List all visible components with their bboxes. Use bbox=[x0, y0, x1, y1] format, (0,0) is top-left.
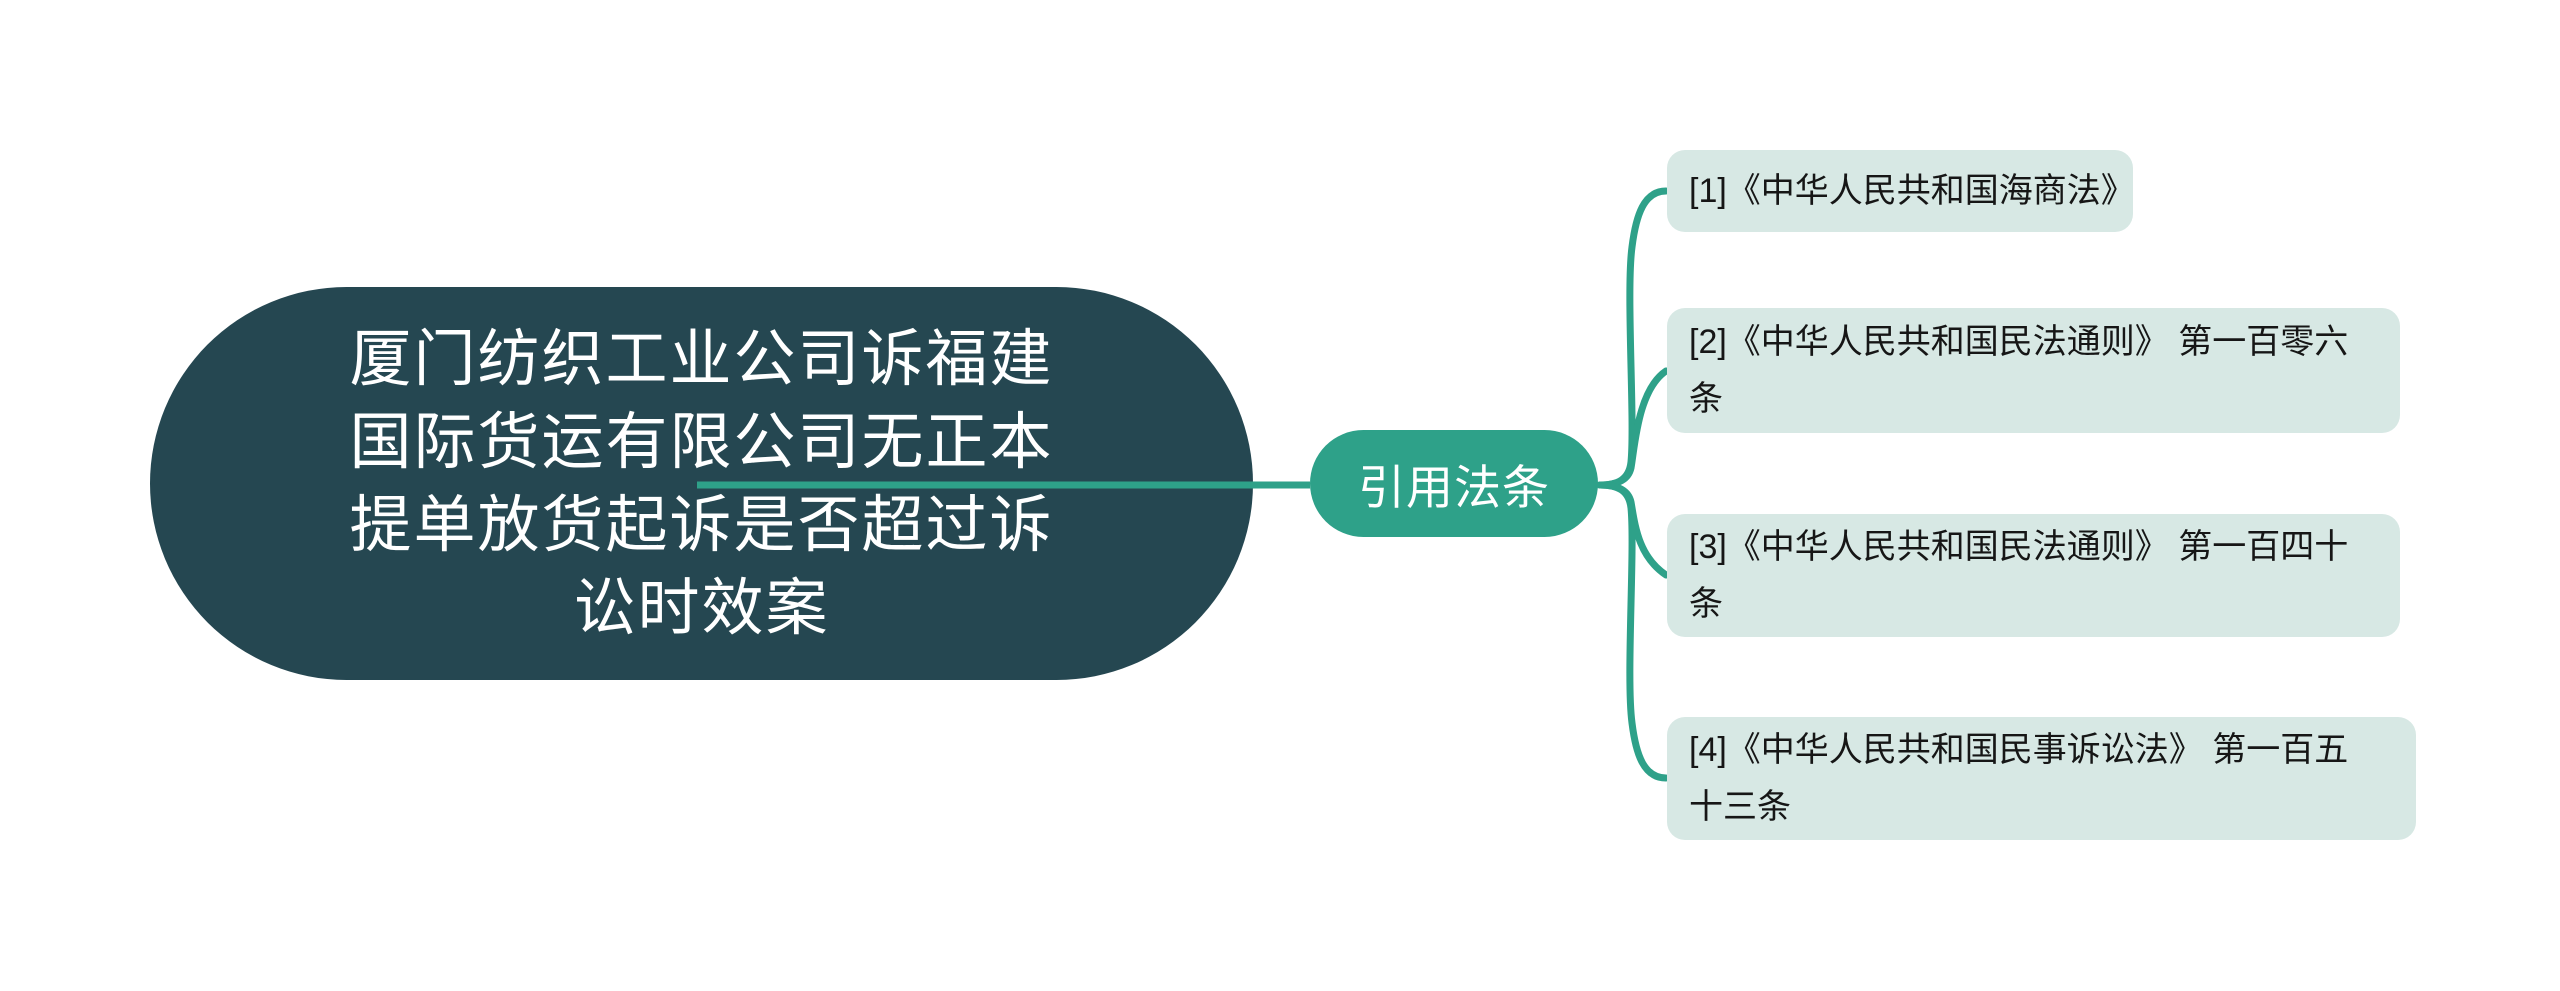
leaf-node-statute-1[interactable]: [1]《中华人民共和国海商法》 bbox=[1667, 150, 2135, 232]
leaf-node-statute-1-label: [1]《中华人民共和国海商法》 bbox=[1689, 171, 2135, 210]
leaf-node-statute-2-label: [2]《中华人民共和国民法通则》 第一百零六 条 bbox=[1689, 322, 2349, 418]
connector-branch-to-leaf-2 bbox=[1596, 367, 1670, 489]
connector-branch-to-leaf-3 bbox=[1596, 481, 1670, 579]
leaf-node-statute-4-label: [4]《中华人民共和国民事诉讼法》 第一百五 十三条 bbox=[1689, 730, 2349, 826]
leaf-node-statute-3[interactable]: [3]《中华人民共和国民法通则》 第一百四十 条 bbox=[1667, 514, 2400, 637]
connector-branch-to-leaf-1 bbox=[1596, 187, 1670, 489]
connector-branch-to-leaf-4 bbox=[1596, 481, 1670, 782]
leaf-node-statute-4[interactable]: [4]《中华人民共和国民事诉讼法》 第一百五 十三条 bbox=[1667, 717, 2416, 840]
leaf-node-statute-2[interactable]: [2]《中华人民共和国民法通则》 第一百零六 条 bbox=[1667, 308, 2400, 433]
leaf-node-statute-3-label: [3]《中华人民共和国民法通则》 第一百四十 条 bbox=[1689, 527, 2349, 623]
root-topic-text: 厦门纺织工业公司诉福建 国际货运有限公司无正本 提单放货起诉是否超过诉 讼时效案 bbox=[349, 324, 1054, 643]
root-topic-node[interactable]: 厦门纺织工业公司诉福建 国际货运有限公司无正本 提单放货起诉是否超过诉 讼时效案 bbox=[150, 287, 1253, 680]
branch-node-label: 引用法条 bbox=[1358, 461, 1550, 514]
branch-node-cited-statutes[interactable]: 引用法条 bbox=[1310, 430, 1598, 537]
